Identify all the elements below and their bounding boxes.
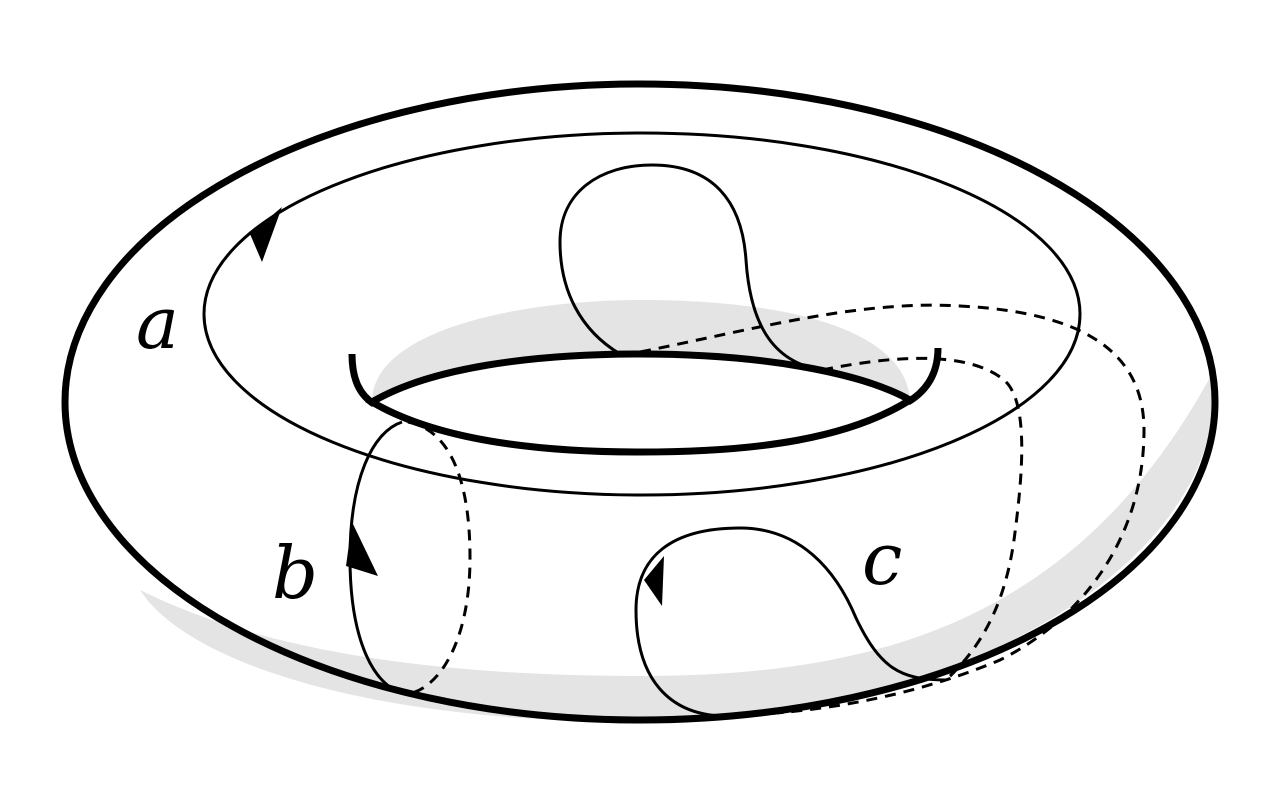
curve-c-hidden-upper: [639, 303, 1146, 718]
torus-surface: [61, 80, 1219, 724]
curve-b-arrow-icon: [346, 522, 378, 576]
hole-left-hook: [348, 353, 377, 407]
torus-outer-outline: [61, 80, 1219, 724]
curve-c-top-lobe: [558, 163, 823, 372]
curve-b-hidden-path: [407, 420, 472, 696]
curve-c-hidden-lower: [821, 356, 1024, 682]
label-c: c: [862, 517, 902, 601]
curve-a-path: [202, 131, 1082, 497]
curve-c-lower-lobe: [634, 526, 947, 718]
curve-a-arrow-icon: [250, 207, 282, 262]
curve-c-arrow-icon: [644, 556, 664, 606]
torus-outer-fill: [65, 84, 1215, 720]
hole-right-hook: [906, 347, 942, 406]
label-b: b: [272, 531, 318, 615]
label-a: a: [136, 281, 179, 365]
torus-bottom-shadow: [140, 370, 1215, 722]
curve-a: [202, 131, 1082, 497]
curve-c: [558, 163, 1146, 718]
curve-b: [346, 420, 472, 696]
